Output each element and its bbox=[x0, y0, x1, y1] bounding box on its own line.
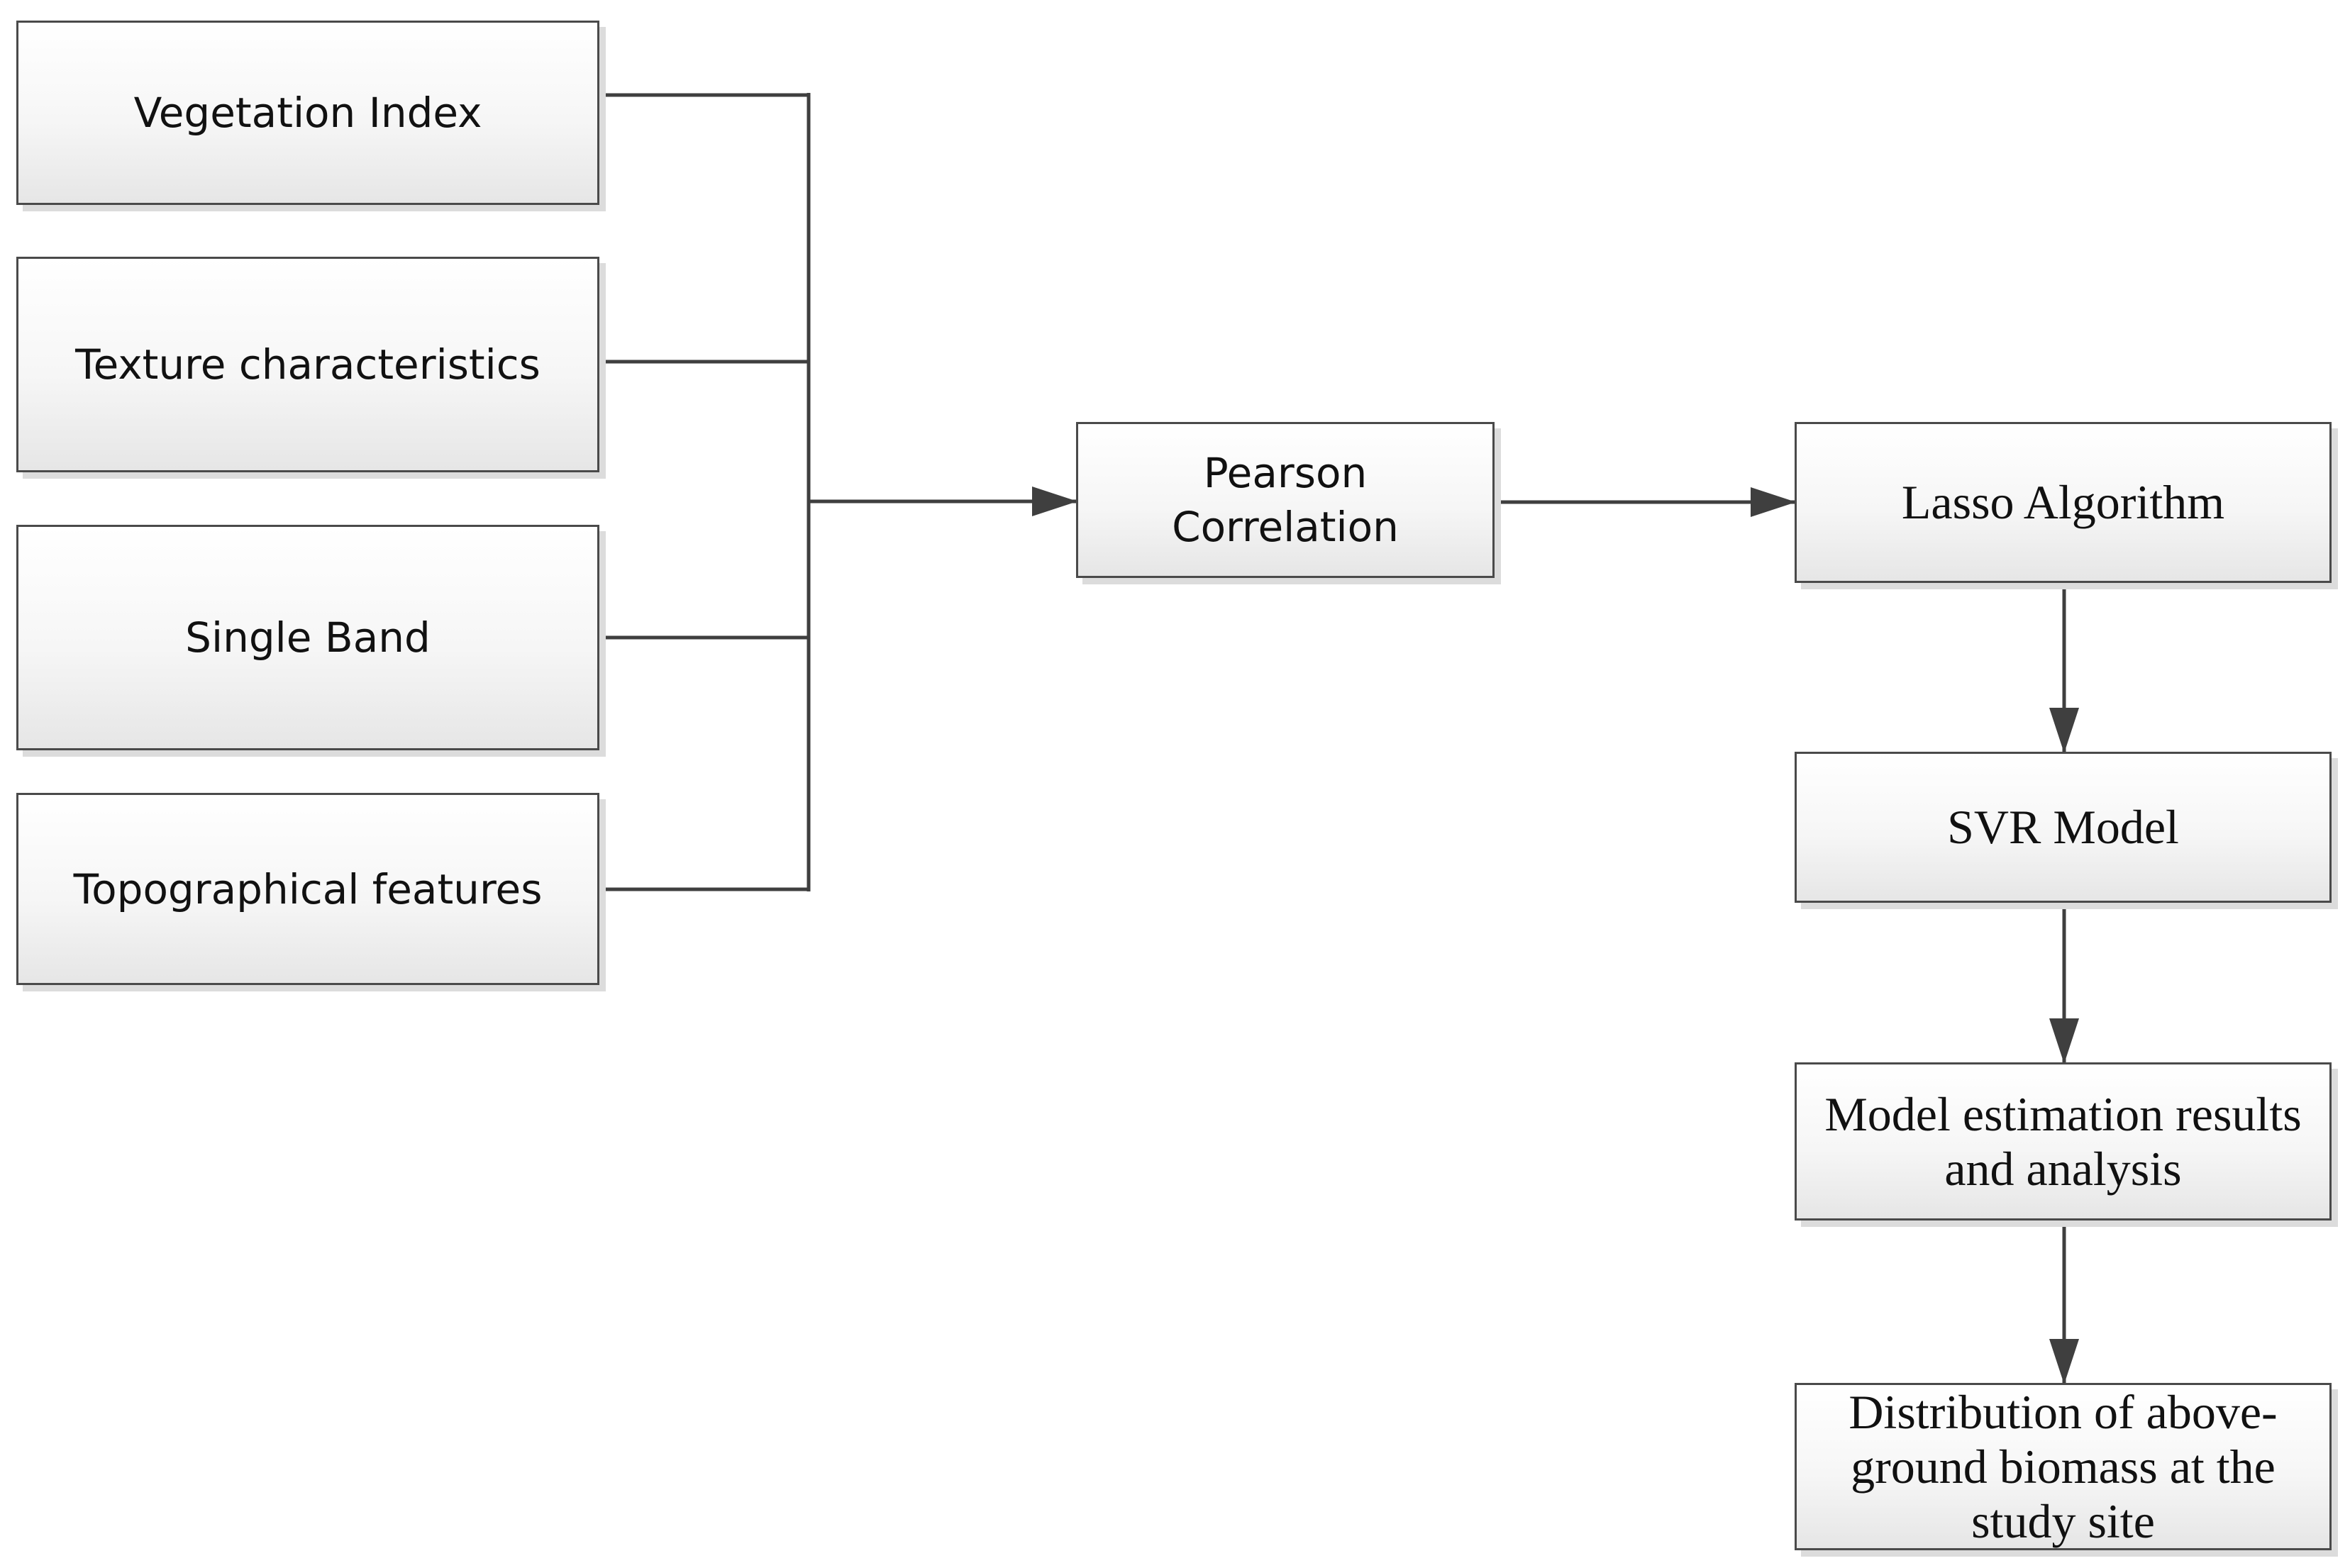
svr-model-label: SVR Model bbox=[1947, 800, 2179, 854]
biomass-distribution-label: Distribution of above-ground biomass at … bbox=[1849, 1384, 2278, 1548]
single-band-label: Single Band bbox=[185, 613, 431, 662]
pearson-correlation-label: Pearson Correlation bbox=[1172, 449, 1399, 551]
texture-characteristics-label: Texture characteristics bbox=[75, 340, 541, 389]
single-band-box: Single Band bbox=[16, 525, 599, 750]
topographical-features-box: Topographical features bbox=[16, 793, 599, 985]
lasso-algorithm-label: Lasso Algorithm bbox=[1901, 475, 2225, 529]
lasso-algorithm-box: Lasso Algorithm bbox=[1795, 422, 2332, 583]
model-estimation-label: Model estimation results and analysis bbox=[1824, 1086, 2302, 1196]
texture-characteristics-box: Texture characteristics bbox=[16, 257, 599, 472]
pearson-correlation-box: Pearson Correlation bbox=[1076, 422, 1495, 578]
vegetation-index-box: Vegetation Index bbox=[16, 21, 599, 205]
model-estimation-box: Model estimation results and analysis bbox=[1795, 1062, 2332, 1221]
biomass-distribution-box: Distribution of above-ground biomass at … bbox=[1795, 1383, 2332, 1550]
svr-model-box: SVR Model bbox=[1795, 752, 2332, 903]
vegetation-index-label: Vegetation Index bbox=[133, 89, 482, 137]
topographical-features-label: Topographical features bbox=[73, 864, 543, 913]
